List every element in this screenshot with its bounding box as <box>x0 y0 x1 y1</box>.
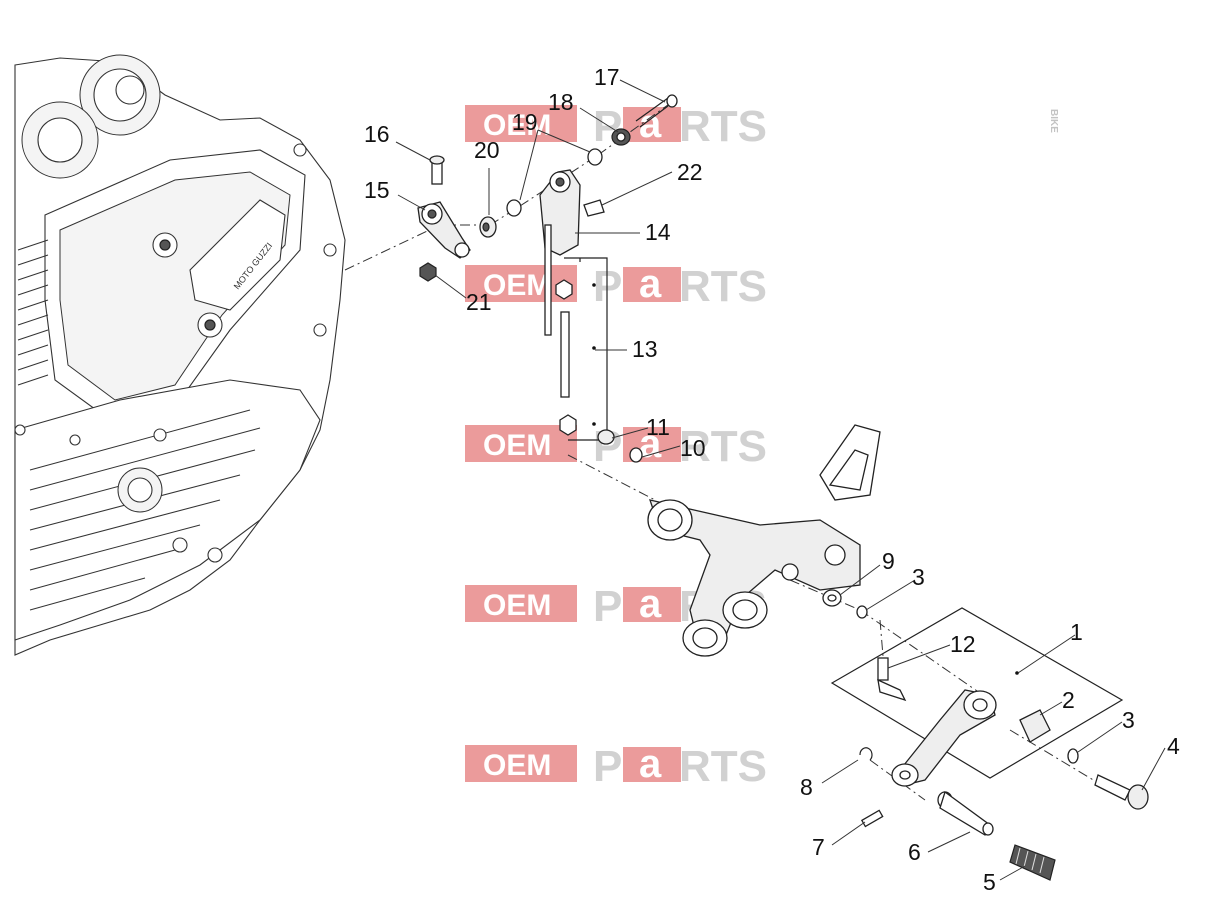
callout-11: 11 <box>646 414 670 440</box>
callout-7: 7 <box>812 834 825 860</box>
cooling-fins <box>17 239 49 386</box>
callout-1: 1 <box>1070 619 1083 645</box>
part-2-bushing <box>1019 709 1051 743</box>
callout-4: 4 <box>1167 733 1180 759</box>
part-19-washers <box>506 148 603 217</box>
part-7-pin <box>860 809 884 828</box>
watermark-3: OEM P a RTS <box>465 422 767 471</box>
watermark-oem: OEM <box>483 589 551 622</box>
watermark-p: P <box>593 262 622 311</box>
callout-6: 6 <box>908 839 921 865</box>
part-13-shift-rod <box>555 279 596 436</box>
callout-5: 5 <box>983 869 996 895</box>
watermark-bike: BIKE <box>1048 109 1059 133</box>
callout-18: 18 <box>548 89 574 115</box>
part-18-nut <box>611 128 631 146</box>
watermark-p: P <box>593 742 622 791</box>
callout-3b: 3 <box>1122 707 1135 733</box>
callout-14: 14 <box>645 219 671 245</box>
leader-lines <box>395 79 1166 881</box>
watermark-group: OEM BIKE P a RTS OEM P a RTS OEM P a RTS… <box>465 102 1059 791</box>
callout-13: 13 <box>632 336 658 362</box>
watermark-1: OEM BIKE P a RTS <box>465 102 1059 151</box>
watermark-oem: OEM <box>483 429 551 462</box>
callout-9: 9 <box>882 548 895 574</box>
watermark-5: OEM P a RTS <box>465 742 767 791</box>
part-21-nut <box>419 262 437 282</box>
callout-15: 15 <box>364 177 390 203</box>
part-22-clip <box>583 199 605 217</box>
callout-8: 8 <box>800 774 813 800</box>
watermark-rts: RTS <box>679 262 767 311</box>
part-11-bushing <box>597 429 615 445</box>
part-16-bolt <box>429 155 445 185</box>
part-17-bolt <box>635 94 678 128</box>
part-1-shift-lever <box>891 671 1019 787</box>
watermark-a: a <box>639 102 662 146</box>
watermark-a: a <box>639 262 662 306</box>
part-12-grease-fitting <box>877 657 907 702</box>
callout-2: 2 <box>1062 687 1075 713</box>
part-3-clip-upper <box>856 605 868 619</box>
callout-numbers: 1 2 3 3 4 5 6 7 8 9 10 11 12 13 14 15 16… <box>364 64 1180 895</box>
watermark-oem: OEM <box>483 269 551 302</box>
callout-10: 10 <box>680 435 706 461</box>
part-3-clip-lower <box>1067 748 1079 764</box>
footrest-bracket <box>647 424 881 657</box>
callout-22: 22 <box>677 159 703 185</box>
part-15-shift-arm <box>417 201 471 259</box>
part-20-bushing <box>479 216 497 238</box>
part-10-washer <box>629 447 643 463</box>
watermark-rts: RTS <box>679 102 767 151</box>
watermark-a: a <box>639 582 662 626</box>
callout-20: 20 <box>474 137 500 163</box>
engine-illustration: MOTO GUZZI <box>14 54 346 656</box>
callout-3a: 3 <box>912 564 925 590</box>
callout-12: 12 <box>950 631 976 657</box>
part-5-rubber-peg <box>1009 844 1056 881</box>
callout-17: 17 <box>594 64 620 90</box>
watermark-rts: RTS <box>679 422 767 471</box>
part-4-pivot-bolt <box>1094 774 1149 810</box>
watermark-p: P <box>593 582 622 631</box>
part-6-peg-shaft <box>937 790 994 836</box>
part-8-circlip <box>859 747 873 761</box>
part-14-rod-end <box>539 169 581 336</box>
watermark-2: OEM P a RTS <box>465 262 767 311</box>
watermark-oem: OEM <box>483 749 551 782</box>
callout-19: 19 <box>512 109 538 135</box>
callout-21: 21 <box>466 289 492 315</box>
watermark-a: a <box>639 422 662 466</box>
watermark-p: P <box>593 422 622 471</box>
watermark-rts: RTS <box>679 742 767 791</box>
callout-16: 16 <box>364 121 390 147</box>
watermark-oem: OEM <box>483 109 551 142</box>
watermark-a: a <box>639 742 662 786</box>
part-9-washer <box>822 589 842 607</box>
